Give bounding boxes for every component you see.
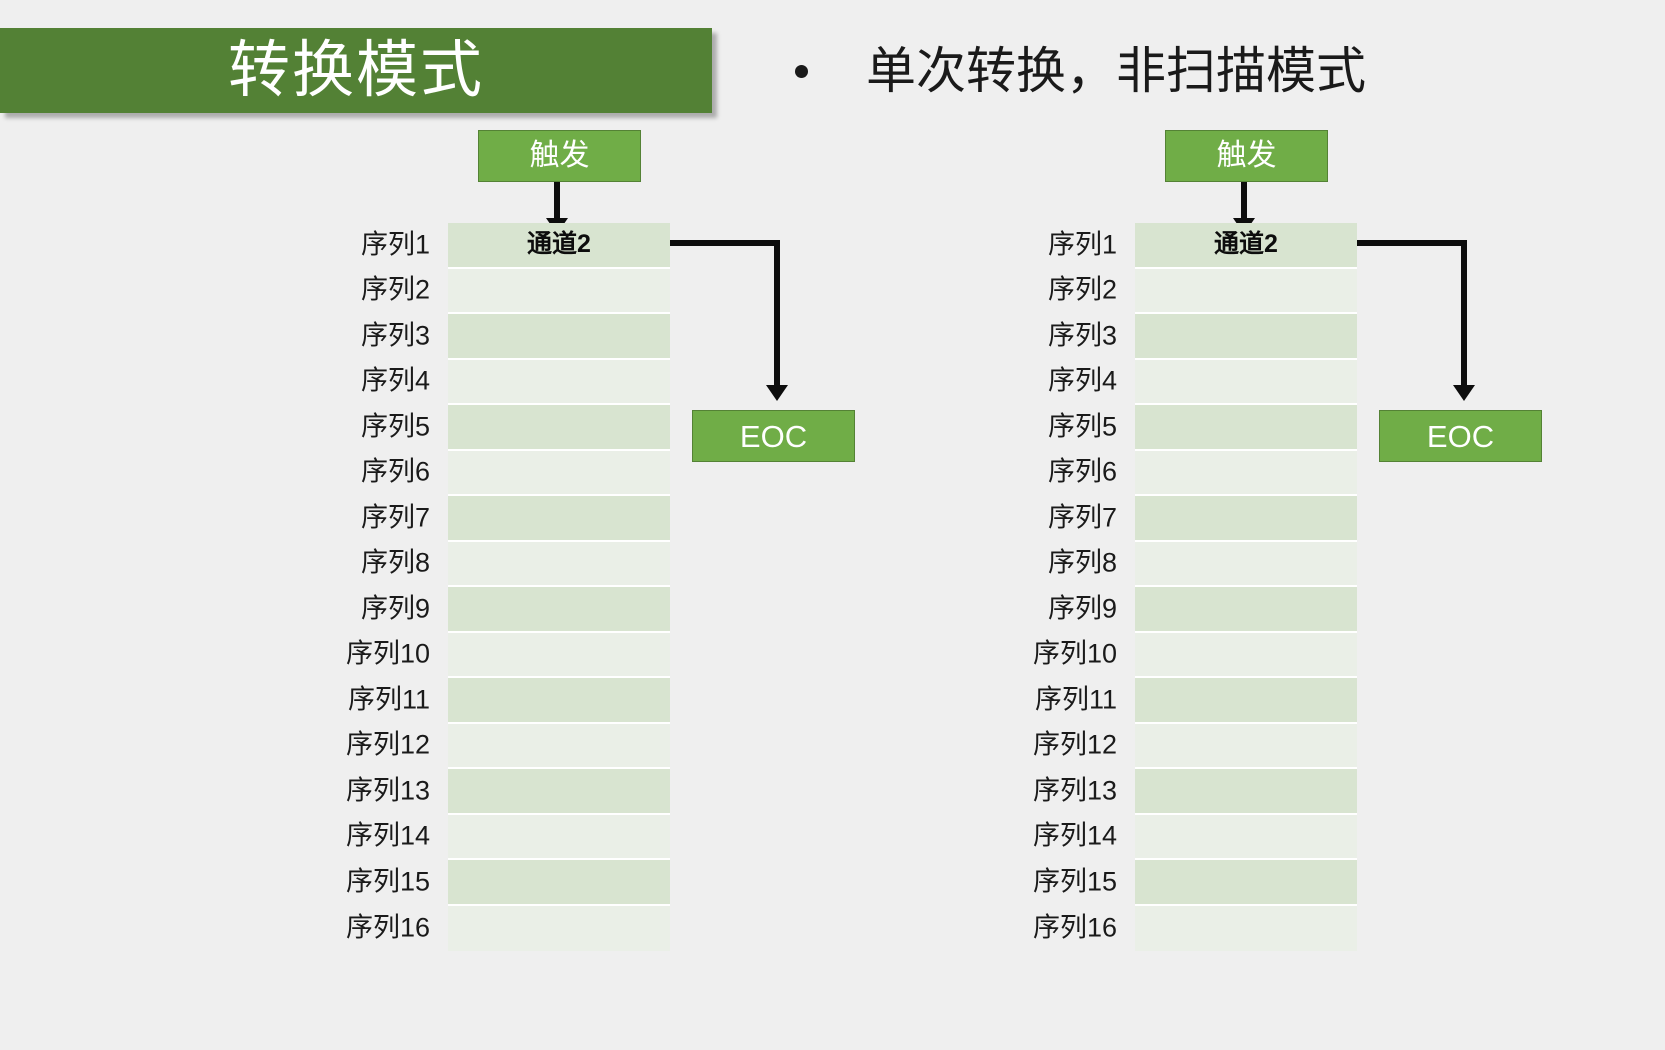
sequence-row-label: 序列16 xyxy=(1032,912,1117,943)
trigger-to-table-arrow-icon xyxy=(546,182,568,234)
table-row: 序列13 xyxy=(346,769,670,815)
table-row: 序列1 通道2 xyxy=(361,223,670,269)
sequence-table: 序列1 通道2 序列2 序列3 序列4 序列5 序列6 序列7 序列8 序列9 序列10 序列11 序列… xyxy=(346,223,670,951)
table-row: 序列12 xyxy=(346,723,670,769)
table-row: 序列9 xyxy=(361,587,670,633)
sequence-row-label: 序列11 xyxy=(347,684,430,715)
table-row: 序列16 xyxy=(1033,905,1357,951)
sequence-row-label: 序列5 xyxy=(360,411,430,442)
sequence-row-label: 序列16 xyxy=(345,912,430,943)
table-row: 序列15 xyxy=(1033,860,1357,906)
slide-title-banner: 转换模式 xyxy=(0,28,712,113)
sequence-row-label: 序列6 xyxy=(1047,456,1117,487)
table-row: 序列5 xyxy=(1048,405,1357,451)
table-row: 序列4 xyxy=(361,359,670,405)
sequence-row-label: 序列12 xyxy=(1032,729,1117,760)
sequence-row-label: 序列10 xyxy=(1032,638,1117,669)
sequence-row-label: 序列11 xyxy=(1034,684,1117,715)
table-row: 序列2 xyxy=(1048,268,1357,314)
eoc-box: EOC xyxy=(692,410,855,462)
sequence-row-label: 序列3 xyxy=(1047,320,1117,351)
table-row: 序列8 xyxy=(361,541,670,587)
sequence-row-label: 序列14 xyxy=(345,820,430,851)
sequence-row-label: 序列9 xyxy=(360,593,430,624)
table-row: 序列10 xyxy=(346,632,670,678)
trigger-box: 触发 xyxy=(1165,130,1328,182)
table-row: 序列7 xyxy=(1048,496,1357,542)
sequence-row-label: 序列13 xyxy=(1032,775,1117,806)
sequence-row-label: 序列3 xyxy=(360,320,430,351)
table-row: 序列10 xyxy=(1033,632,1357,678)
table-row: 序列2 xyxy=(361,268,670,314)
table-to-eoc-arrow-icon xyxy=(766,240,788,401)
sequence-row-label: 序列7 xyxy=(1047,502,1117,533)
sequence-row-label: 序列8 xyxy=(360,547,430,578)
eoc-box: EOC xyxy=(1379,410,1542,462)
sequence-row-label: 序列12 xyxy=(345,729,430,760)
table-row: 序列16 xyxy=(346,905,670,951)
page-title: 转换模式 xyxy=(227,35,484,105)
table-row: 序列12 xyxy=(1033,723,1357,769)
bullet-dot-icon xyxy=(795,65,808,78)
table-row: 序列11 xyxy=(1035,678,1357,724)
table-to-eoc-arrow-icon xyxy=(1453,240,1475,401)
trigger-box: 触发 xyxy=(478,130,641,182)
table-to-eoc-connector-horizontal xyxy=(670,240,780,246)
sequence-row-label: 序列2 xyxy=(360,274,430,305)
bullet-item: 单次转换，非扫描模式 xyxy=(795,44,1366,99)
table-row: 序列13 xyxy=(1033,769,1357,815)
table-row: 序列15 xyxy=(346,860,670,906)
table-row: 序列11 xyxy=(348,678,670,724)
table-row: 序列3 xyxy=(361,314,670,360)
table-row: 序列1 通道2 xyxy=(1048,223,1357,269)
table-to-eoc-connector-horizontal xyxy=(1357,240,1467,246)
sequence-row-label: 序列2 xyxy=(1047,274,1117,305)
sequence-table: 序列1 通道2 序列2 序列3 序列4 序列5 序列6 序列7 序列8 序列9 序列10 序列11 序列… xyxy=(1033,223,1357,951)
eoc-label: EOC xyxy=(1426,418,1495,454)
table-row: 序列14 xyxy=(346,814,670,860)
sequence-row-label: 序列4 xyxy=(1047,365,1117,396)
sequence-row-label: 序列9 xyxy=(1047,593,1117,624)
sequence-row-label: 序列8 xyxy=(1047,547,1117,578)
table-row: 序列3 xyxy=(1048,314,1357,360)
sequence-row-label: 序列1 xyxy=(360,229,430,260)
table-row: 序列6 xyxy=(1048,450,1357,496)
table-row: 序列6 xyxy=(361,450,670,496)
sequence-row-value: 通道2 xyxy=(1214,230,1278,259)
sequence-row-label: 序列14 xyxy=(1032,820,1117,851)
table-row: 序列8 xyxy=(1048,541,1357,587)
sequence-row-label: 序列6 xyxy=(360,456,430,487)
table-row: 序列14 xyxy=(1033,814,1357,860)
sequence-row-value: 通道2 xyxy=(527,230,591,259)
sequence-row-label: 序列10 xyxy=(345,638,430,669)
sequence-row-label: 序列1 xyxy=(1047,229,1117,260)
sequence-row-label: 序列4 xyxy=(360,365,430,396)
trigger-label: 触发 xyxy=(1216,139,1277,172)
eoc-label: EOC xyxy=(739,418,808,454)
table-row: 序列5 xyxy=(361,405,670,451)
sequence-row-label: 序列7 xyxy=(360,502,430,533)
table-row: 序列9 xyxy=(1048,587,1357,633)
sequence-row-label: 序列15 xyxy=(1032,866,1117,897)
table-row: 序列4 xyxy=(1048,359,1357,405)
sequence-row-label: 序列13 xyxy=(345,775,430,806)
bullet-item-label: 单次转换，非扫描模式 xyxy=(866,43,1366,99)
sequence-row-label: 序列15 xyxy=(345,866,430,897)
trigger-label: 触发 xyxy=(529,139,590,172)
table-row: 序列7 xyxy=(361,496,670,542)
trigger-to-table-arrow-icon xyxy=(1233,182,1255,234)
sequence-row-label: 序列5 xyxy=(1047,411,1117,442)
